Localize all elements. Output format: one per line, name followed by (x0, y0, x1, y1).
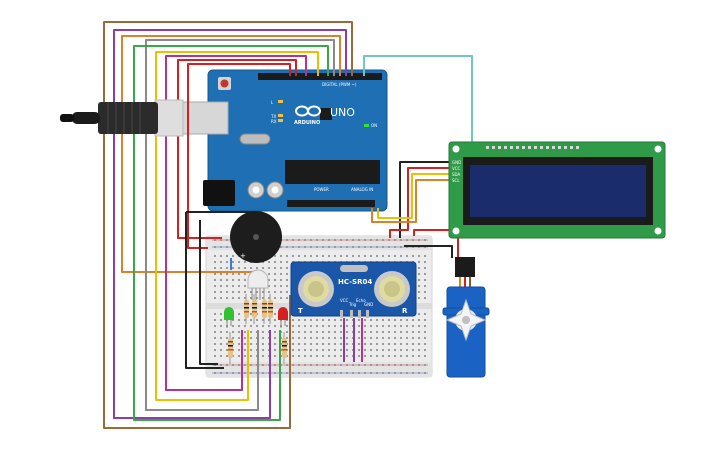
rgb-led (247, 269, 269, 302)
arduino-uno-board: ARDUINO UNO DIGITAL (PWM ~) POWER ANALOG… (179, 69, 388, 212)
ultrasonic-sensor: HC-SR04 T R VCC Trig Echo GND (290, 261, 417, 318)
sensor-model-label: HC-SR04 (338, 278, 372, 286)
sensor-pin-gnd: GND (364, 302, 373, 307)
wire-purple (113, 29, 347, 419)
digital-label: DIGITAL (PWM ~) (322, 82, 357, 87)
svg-text:+: + (240, 252, 246, 260)
wires (103, 21, 473, 429)
sensor-r-label: R (402, 307, 408, 315)
sensor-pin-echo: Echo (356, 298, 366, 303)
piezo-buzzer: + (230, 211, 282, 263)
wire-black-left (185, 211, 256, 369)
power-jack (203, 180, 235, 206)
sensor-t-label: T (298, 307, 303, 315)
lcd-i2c-display: GND VCC SDA SCL (448, 141, 666, 239)
led-label-l: L (271, 100, 274, 105)
wire-gray (145, 39, 335, 411)
resistors (228, 294, 287, 364)
lcd-pin-gnd: GND (452, 160, 461, 165)
usb-cable (60, 99, 184, 137)
sensor-pin-vcc: VCC (340, 298, 349, 303)
wire-brown (103, 21, 353, 429)
wire-black-mid (199, 220, 218, 365)
servo-connector (455, 257, 475, 277)
lcd-pin-sda: SDA (452, 172, 461, 177)
led-label-rx: RX (271, 119, 277, 124)
on-label: ON (371, 123, 377, 128)
arduino-logo: ARDUINO (294, 105, 321, 126)
wire-lcd-black (399, 161, 452, 238)
analog-label: ANALOG IN (351, 187, 373, 192)
digital-header (258, 73, 382, 80)
wire-servo-red (413, 229, 459, 258)
wire-magenta (165, 55, 307, 391)
servo-motor (442, 257, 490, 378)
wire-red-short (187, 63, 291, 249)
wire-servo-black (404, 245, 453, 258)
wire-orange (121, 35, 341, 273)
atmega-chip (285, 160, 380, 184)
wire-green (133, 45, 329, 421)
wire-red-top (177, 59, 297, 239)
wire-lcd-orange (371, 179, 452, 223)
lcd-header-pads (486, 146, 579, 149)
wire-lcd-red (389, 167, 452, 238)
lcd-pin-scl: SCL (452, 178, 460, 183)
power-label: POWER (314, 187, 329, 192)
wire-teal (363, 55, 473, 150)
model-label: UNO (330, 106, 355, 119)
red-led (278, 307, 288, 328)
power-analog-header (287, 200, 375, 207)
green-led (224, 307, 234, 328)
wire-yellow (155, 51, 319, 401)
sensor-pin-trig: Trig (348, 302, 357, 307)
led-label-tx: TX (270, 114, 276, 119)
brand-label: ARDUINO (294, 120, 320, 126)
wire-lcd-yellow (377, 173, 452, 219)
lcd-pin-vcc: VCC (452, 166, 461, 171)
